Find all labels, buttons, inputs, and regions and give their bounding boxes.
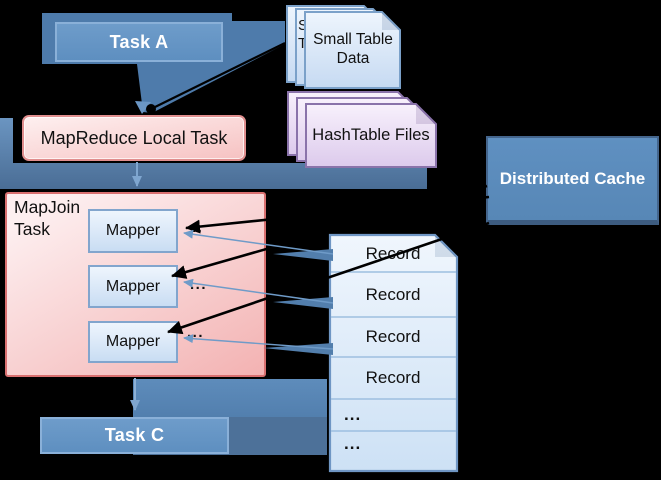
record-stream-tail-3 — [263, 343, 333, 355]
distributed-cache-box: Distributed Cache — [486, 136, 659, 225]
distributed-cache-band — [0, 118, 427, 189]
record-to-mapper3-arrow — [167, 221, 490, 335]
mapper-1-label: Mapper — [105, 222, 161, 239]
task-a-box: Task A — [55, 22, 223, 62]
distributed-cache-label: Distributed Cache — [499, 169, 646, 188]
mapreduce-local-task-box: MapReduce Local Task — [22, 115, 246, 161]
mapper-box-2: Mapper — [88, 265, 178, 308]
small-table-partial-letter-t: T — [298, 35, 307, 52]
record-stream-arrow-2 — [183, 278, 334, 304]
task-c-band-upper — [133, 379, 327, 417]
mapper-box-3: Mapper — [88, 321, 178, 363]
small-table-doc-stack: S T — [286, 5, 401, 89]
mapper-2-label: Mapper — [105, 277, 161, 295]
record-row-2: Record — [365, 284, 421, 304]
hashtable-doc-stack — [287, 91, 437, 168]
record-stream-tail-2 — [273, 297, 333, 309]
small-table-data-label: Small Table Data — [313, 31, 393, 67]
record-stream-tail-1 — [273, 249, 333, 261]
record-row-1: Record — [365, 243, 421, 263]
small-table-to-local-task-line — [152, 42, 286, 109]
junction-dot — [146, 104, 156, 114]
record-stream-arrow-1 — [183, 229, 334, 255]
task-c-box: Task C — [40, 417, 229, 454]
record-stream-arrow-3 — [183, 334, 334, 350]
hashtable-to-localtask-arrowhead — [246, 128, 258, 140]
task-a-arrowhead — [135, 101, 151, 114]
record-row-3: Record — [365, 327, 421, 346]
mapper-3-label: Mapper — [105, 333, 161, 350]
mapper-box-1: Mapper — [88, 209, 178, 253]
band-funnel-bottom — [426, 177, 487, 189]
record-row-4: Record — [365, 368, 421, 387]
mapjoin-task-label: MapJoin Task — [14, 197, 81, 239]
hashtable-files-label: HashTable Files — [312, 126, 430, 145]
mapreduce-local-task-label: MapReduce Local Task — [40, 127, 228, 148]
small-table-partial-letter-s: S — [298, 17, 308, 34]
task-a-label: Task A — [109, 31, 169, 52]
record-row-6: ... — [344, 434, 362, 453]
record-to-mapper2-arrow — [171, 184, 488, 279]
record-to-mapper1-arrow — [185, 195, 490, 234]
record-row-5: ... — [344, 405, 362, 424]
record-list-doc — [328, 233, 459, 473]
task-c-label: Task C — [104, 425, 165, 445]
